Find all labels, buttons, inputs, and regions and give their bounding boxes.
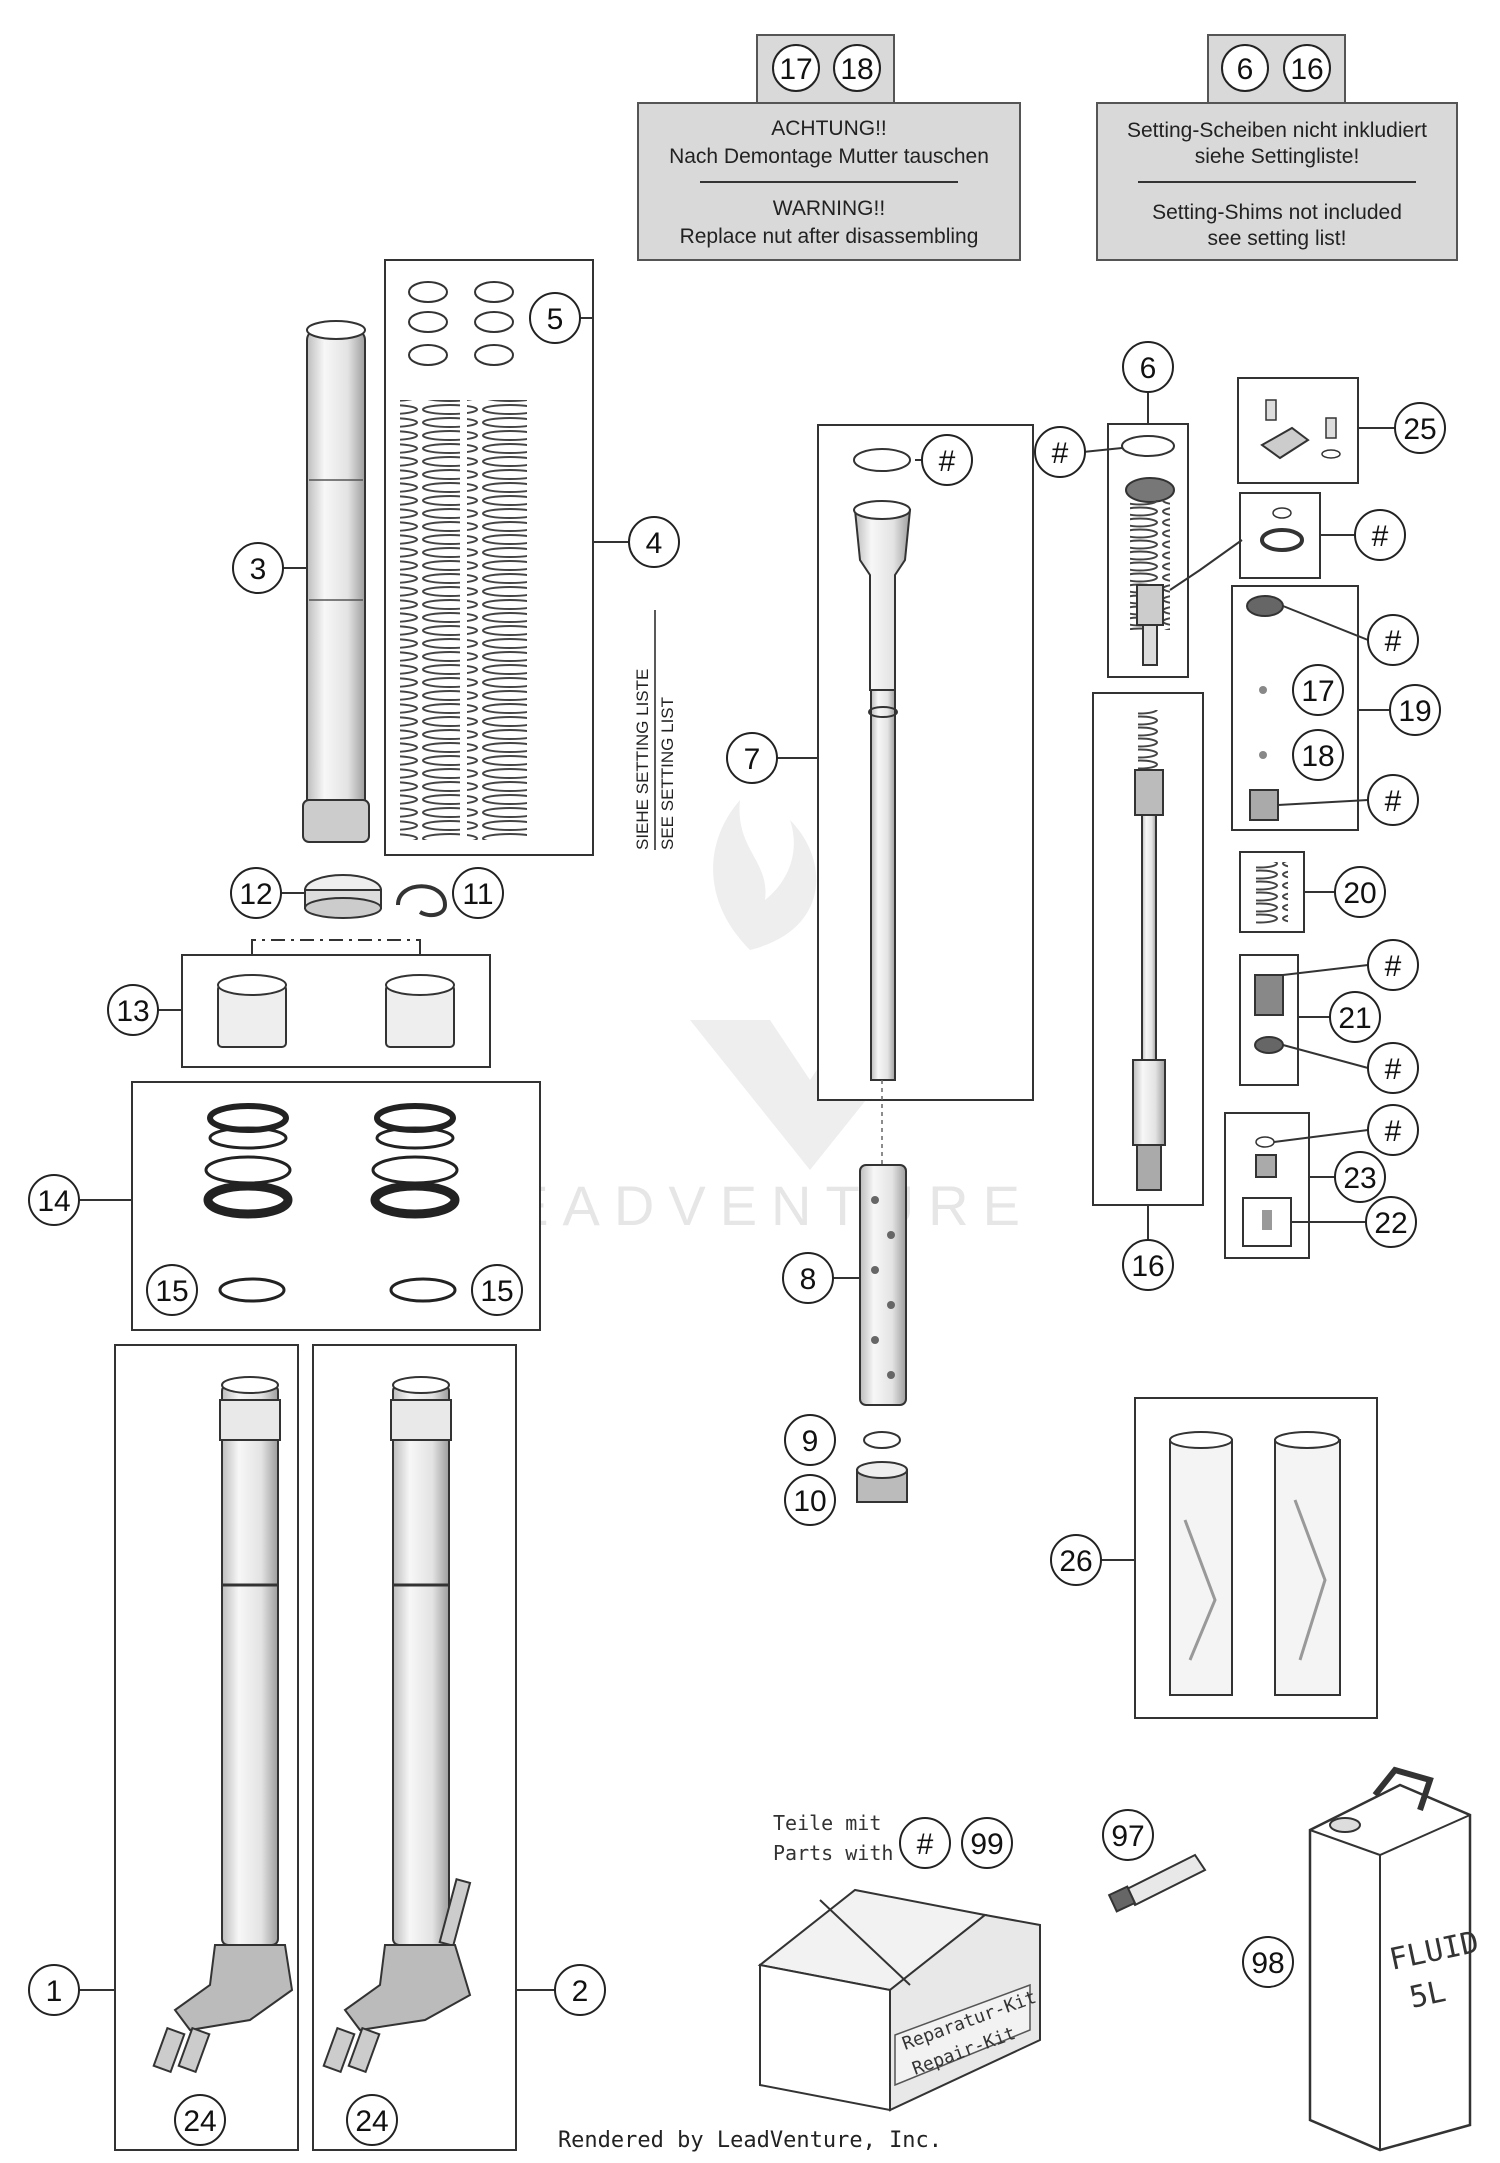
spring-right xyxy=(467,400,527,840)
callout-9: 9 xyxy=(802,1425,819,1458)
callout-10: 10 xyxy=(793,1485,826,1518)
callout-circle xyxy=(772,44,820,92)
part-6-piston xyxy=(1107,423,1189,678)
callout-hash: # xyxy=(1385,1053,1402,1086)
callout-15-right: 15 xyxy=(480,1275,513,1308)
part-20-spring xyxy=(1239,851,1305,933)
part-7-cartridge xyxy=(817,424,1034,1101)
leader-lines xyxy=(78,317,1395,1991)
callout-24-right: 24 xyxy=(355,2105,388,2138)
repair-kit-box: Reparatur-Kit Repair-Kit xyxy=(757,1888,1041,2112)
part-12-nut xyxy=(304,874,382,919)
callout-8: 8 xyxy=(800,1263,817,1296)
part-4-5-springs xyxy=(384,259,594,856)
callout-22: 22 xyxy=(1374,1207,1407,1240)
part-13-bushings xyxy=(181,939,491,1068)
o-rings-5 xyxy=(408,281,514,366)
callout-17: 17 xyxy=(779,53,812,86)
outer-tube-body xyxy=(306,329,366,811)
parts-with-de: Teile mit xyxy=(773,1811,881,1835)
part-10-nut xyxy=(856,1461,908,1503)
callout-hash: # xyxy=(1372,520,1389,553)
callout-13: 13 xyxy=(116,995,149,1028)
cartridge-box xyxy=(817,424,1034,1101)
spring-left xyxy=(400,400,460,840)
part-26-fork-guards xyxy=(1134,1397,1378,1719)
footer-credit: Rendered by LeadVenture, Inc. xyxy=(557,2128,943,2153)
parts-with-en: Parts with xyxy=(773,1841,893,1865)
callout-23: 23 xyxy=(1343,1162,1376,1195)
callout-99: 99 xyxy=(970,1828,1003,1861)
part-9-o-ring xyxy=(863,1431,901,1449)
callout-5: 5 xyxy=(547,303,564,336)
watermark-flame-icon xyxy=(713,800,817,950)
callout-hash: # xyxy=(1385,785,1402,818)
callouts: 5 4 3 12 11 13 14 15 15 1 2 24 24 7 # 8 … xyxy=(28,292,1446,2146)
callout-18-small: 18 xyxy=(1301,740,1334,773)
notice-nut-de-title: ACHTUNG!! xyxy=(771,117,887,140)
callout-16-rod: 16 xyxy=(1131,1250,1164,1283)
callout-6-piston: 6 xyxy=(1140,352,1157,385)
callout-14: 14 xyxy=(37,1185,70,1218)
part-16-damper-rod xyxy=(1092,692,1204,1206)
callout-7: 7 xyxy=(744,743,761,776)
callout-4: 4 xyxy=(646,527,663,560)
notice-nut-en-title: WARNING!! xyxy=(773,197,885,220)
callout-hash: # xyxy=(939,445,956,478)
part-25-screws xyxy=(1237,377,1359,484)
callout-15-left: 15 xyxy=(155,1275,188,1308)
callout-11: 11 xyxy=(462,878,493,911)
callout-circle xyxy=(1221,44,1269,92)
callout-25: 25 xyxy=(1403,413,1436,446)
notice-shims-de-line2: siehe Settingliste! xyxy=(1195,145,1360,168)
callout-12: 12 xyxy=(239,878,272,911)
callout-2: 2 xyxy=(572,1975,589,2008)
callout-3: 3 xyxy=(250,553,267,586)
part-21-valve xyxy=(1239,954,1299,1086)
callout-20: 20 xyxy=(1343,877,1376,910)
part-22-23-box xyxy=(1224,1112,1310,1259)
setting-list-en: SEE SETTING LIST xyxy=(658,697,677,850)
callout-98: 98 xyxy=(1251,1947,1284,1980)
callout-21: 21 xyxy=(1338,1002,1371,1035)
callout-hash: # xyxy=(1052,437,1069,470)
notice-shims-de-line1: Setting-Scheiben nicht inkludiert xyxy=(1127,119,1427,142)
callout-hash: # xyxy=(1385,1115,1402,1148)
notice-nut-en-text: Replace nut after disassembling xyxy=(680,225,979,248)
watermark-text: LEADVENTURE xyxy=(466,1174,1034,1237)
notice-shims-en-line2: see setting list! xyxy=(1208,227,1347,250)
callout-18: 18 xyxy=(840,53,873,86)
callout-16: 16 xyxy=(1290,53,1323,86)
callout-17-small: 17 xyxy=(1301,675,1334,708)
part-19-box xyxy=(1231,585,1359,831)
callout-1: 1 xyxy=(46,1975,63,2008)
callout-hash: # xyxy=(1385,950,1402,983)
outer-tube-top xyxy=(306,320,366,340)
callout-hash: # xyxy=(917,1828,934,1861)
callout-circle xyxy=(833,44,881,92)
setting-list-de: SIEHE SETTING LISTE xyxy=(633,669,652,850)
notice-shims-en-line1: Setting-Shims not included xyxy=(1152,201,1402,224)
notice-nut-de-text: Nach Demontage Mutter tauschen xyxy=(669,145,989,168)
part-3-outer-tube xyxy=(302,320,370,843)
callout-97: 97 xyxy=(1111,1820,1144,1853)
fluid-can-label-line2: 5L xyxy=(1406,1974,1449,2016)
part-97-grease-tube xyxy=(1107,1853,1207,1913)
part-2-fork-leg xyxy=(312,1344,517,2151)
callout-24-left: 24 xyxy=(183,2105,216,2138)
part-98-fluid-can: FLUID 5L xyxy=(1308,1766,1482,2152)
outer-tube-foot xyxy=(302,799,370,843)
callout-26: 26 xyxy=(1059,1545,1092,1578)
callout-6: 6 xyxy=(1237,53,1254,86)
notice-nut: 17 18 ACHTUNG!! Nach Demontage Mutter ta… xyxy=(637,34,1021,261)
part-8-perforated-tube xyxy=(859,1164,907,1406)
callout-circle xyxy=(1283,44,1331,92)
callout-hash: # xyxy=(1385,625,1402,658)
notice-shims: 6 16 Setting-Scheiben nicht inkludiert s… xyxy=(1096,34,1458,261)
part-washer-box xyxy=(1239,492,1321,579)
part-1-fork-leg xyxy=(114,1344,299,2151)
callout-19: 19 xyxy=(1398,695,1431,728)
part-11-clip xyxy=(396,884,448,918)
